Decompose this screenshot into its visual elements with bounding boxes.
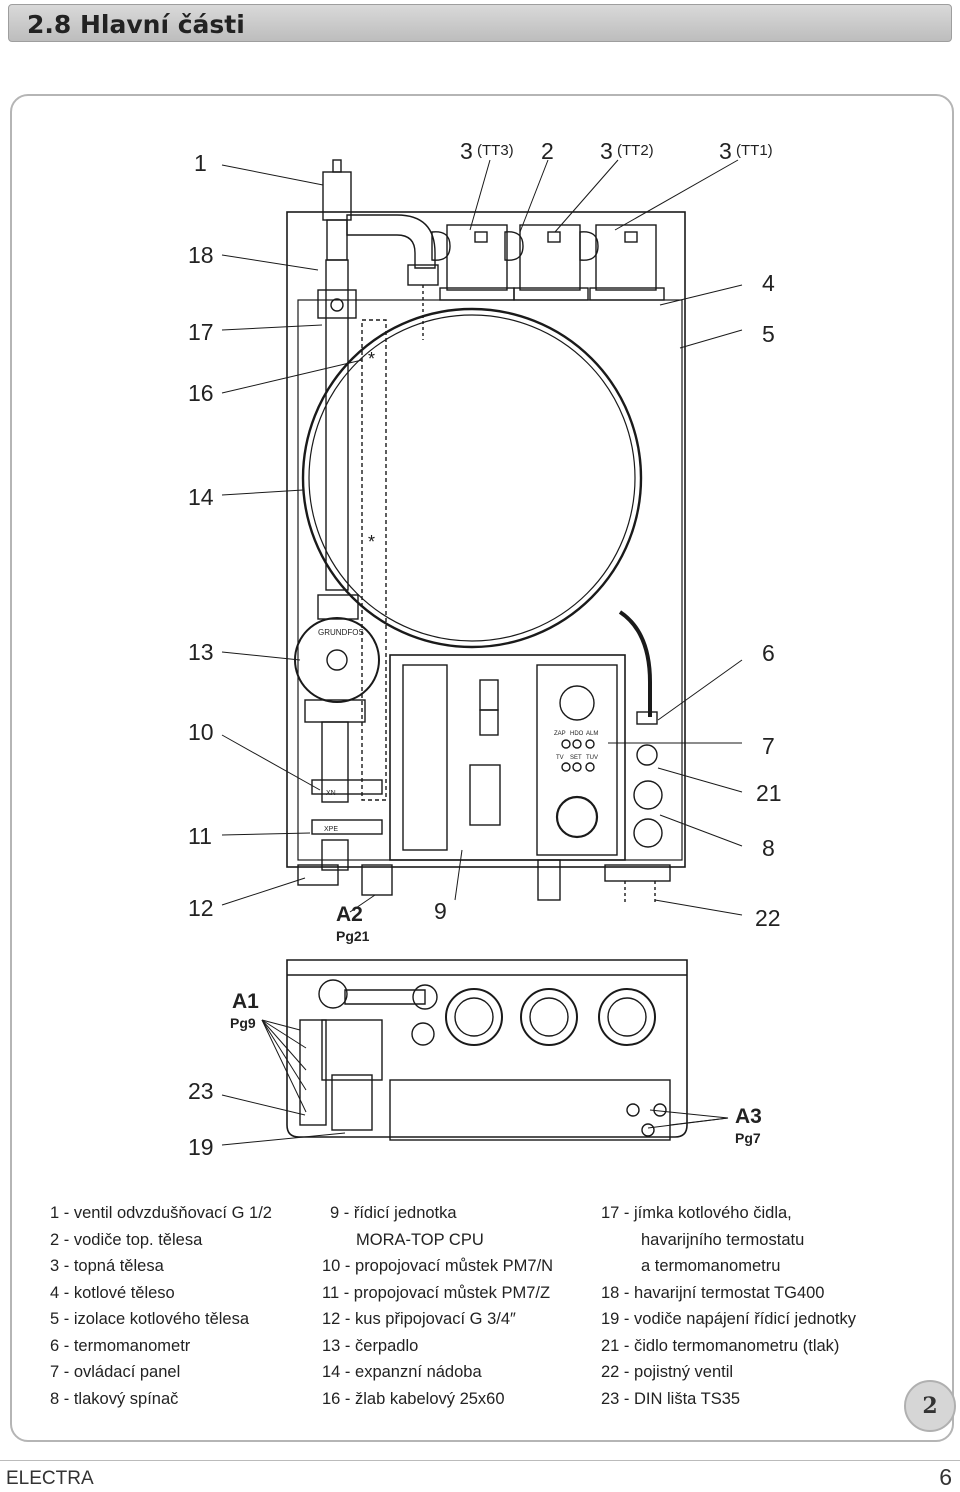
legend-item: 11 - propojovací můstek PM7/Z (322, 1283, 551, 1302)
top-view-heaters (318, 979, 656, 1046)
legend-item: 4 - kotlové těleso (50, 1283, 175, 1302)
callout-pg21: Pg21 (336, 928, 370, 944)
din-rail (299, 1019, 671, 1141)
callout-3-tt2: 3 (600, 138, 613, 164)
thermomanometer-pipe (618, 610, 658, 725)
legend-item: 18 - havarijní termostat TG400 (601, 1283, 825, 1302)
callout-pg9: Pg9 (230, 1015, 256, 1031)
control-unit (389, 654, 626, 861)
expansion-vessel (301, 307, 643, 649)
callout-21: 21 (756, 780, 782, 806)
circulation-pump (294, 594, 383, 871)
set-label: SET (570, 755, 582, 761)
callout-tt2-label: (TT2) (617, 142, 654, 159)
xpe-label: XPE (324, 826, 339, 833)
xn-label: XN (326, 790, 336, 797)
callout-3-tt1: 3 (719, 138, 732, 164)
legend-column-3: 17 - jímka kotlového čidla, havarijního … (601, 1200, 856, 1412)
section-header-bar: 2.8 Hlavní části (8, 4, 952, 42)
callout-a2: A2 (336, 903, 363, 926)
leader-lines (221, 159, 743, 1146)
callout-12: 12 (188, 895, 214, 921)
legend-item: 10 - propojovací můstek PM7/N (322, 1257, 554, 1275)
bottom-fittings (297, 859, 561, 901)
legend-item: 16 - žlab kabelový 25x60 (322, 1389, 505, 1408)
legend-item: 19 - vodiče napájení řídicí jednotky (601, 1310, 856, 1328)
legend-item-continuation: havarijního termostatu (641, 1230, 805, 1249)
legend-item: 3 - topná tělesa (50, 1257, 164, 1275)
callout-17: 17 (188, 319, 214, 345)
legend-item: 6 - termomanometr (50, 1336, 191, 1355)
callout-16: 16 (188, 380, 214, 406)
legend-item: 17 - jímka kotlového čidla, (601, 1204, 792, 1222)
footer-page-number: 6 (939, 1464, 952, 1490)
tuv-label: TUV (586, 755, 598, 761)
callout-18: 18 (188, 242, 214, 268)
legend-column-1: 1 - ventil odvzdušňovací G 1/2 2 - vodič… (50, 1200, 272, 1412)
callout-14: 14 (188, 484, 214, 510)
legend-item: 8 - tlakový spínač (50, 1389, 179, 1408)
alm-label: ALM (586, 731, 599, 737)
legend-column-2: 9 - řídicí jednotka MORA-TOP CPU 10 - pr… (322, 1200, 553, 1412)
callout-tt1-label: (TT1) (736, 142, 773, 159)
callout-1: 1 (194, 150, 207, 176)
zap-label: ZAP (554, 731, 566, 737)
chapter-badge: 2 (904, 1380, 956, 1432)
callout-19: 19 (188, 1134, 214, 1160)
boiler-diagram: * * (221, 159, 743, 1146)
legend-item: 14 - expanzní nádoba (322, 1363, 482, 1381)
callout-8: 8 (762, 835, 775, 861)
callout-22: 22 (755, 905, 781, 931)
svg-text:*: * (368, 532, 375, 552)
top-view-frame (286, 959, 688, 1138)
callout-4: 4 (762, 270, 775, 296)
callout-2: 2 (541, 138, 554, 164)
callout-23: 23 (188, 1078, 214, 1104)
callout-6: 6 (762, 640, 775, 666)
callout-9: 9 (434, 898, 447, 924)
footer-brand: ELECTRA (6, 1468, 94, 1489)
legend-item: 2 - vodiče top. tělesa (50, 1230, 203, 1249)
callout-3-tt3: 3 (460, 138, 473, 164)
callout-10: 10 (188, 719, 214, 745)
safety-valve (604, 864, 671, 905)
legend-item: 22 - pojistný ventil (601, 1363, 734, 1381)
legend-item: 5 - izolace kotlového tělesa (50, 1310, 250, 1328)
callout-5: 5 (762, 321, 775, 347)
callout-11: 11 (188, 823, 212, 849)
pump-brand-label: GRUNDFOS (318, 628, 364, 637)
footer-divider (0, 1460, 960, 1461)
legend-item: 12 - kus připojovací G 3/4″ (322, 1310, 516, 1328)
svg-text:*: * (368, 349, 375, 369)
figure-panel (10, 94, 954, 1442)
legend-item: 9 - řídicí jednotka (330, 1204, 457, 1222)
callout-tt3-label: (TT3) (477, 142, 514, 159)
cable-trough: * * (361, 319, 387, 801)
legend-item-continuation: a termomanometru (641, 1257, 781, 1275)
legend-item: 23 - DIN lišta TS35 (601, 1389, 741, 1408)
callout-13: 13 (188, 639, 214, 665)
callout-a1: A1 (232, 990, 259, 1013)
callout-a3: A3 (735, 1105, 762, 1128)
legend-item: 7 - ovládací panel (50, 1363, 181, 1381)
air-vent-pipe (317, 159, 439, 591)
legend-item: 1 - ventil odvzdušňovací G 1/2 (50, 1204, 272, 1222)
hdo-label: HDO (570, 731, 584, 737)
legend-item: 13 - čerpadlo (322, 1336, 419, 1355)
legend-item: 21 - čidlo termomanometru (tlak) (601, 1336, 840, 1355)
callout-pg7: Pg7 (735, 1130, 761, 1146)
legend-item-continuation: MORA-TOP CPU (356, 1230, 484, 1249)
section-title: 2.8 Hlavní části (27, 10, 245, 39)
pressure-switch (633, 744, 663, 848)
callout-7: 7 (762, 733, 775, 759)
tv-label: TV (556, 755, 564, 761)
heating-elements (431, 224, 665, 301)
